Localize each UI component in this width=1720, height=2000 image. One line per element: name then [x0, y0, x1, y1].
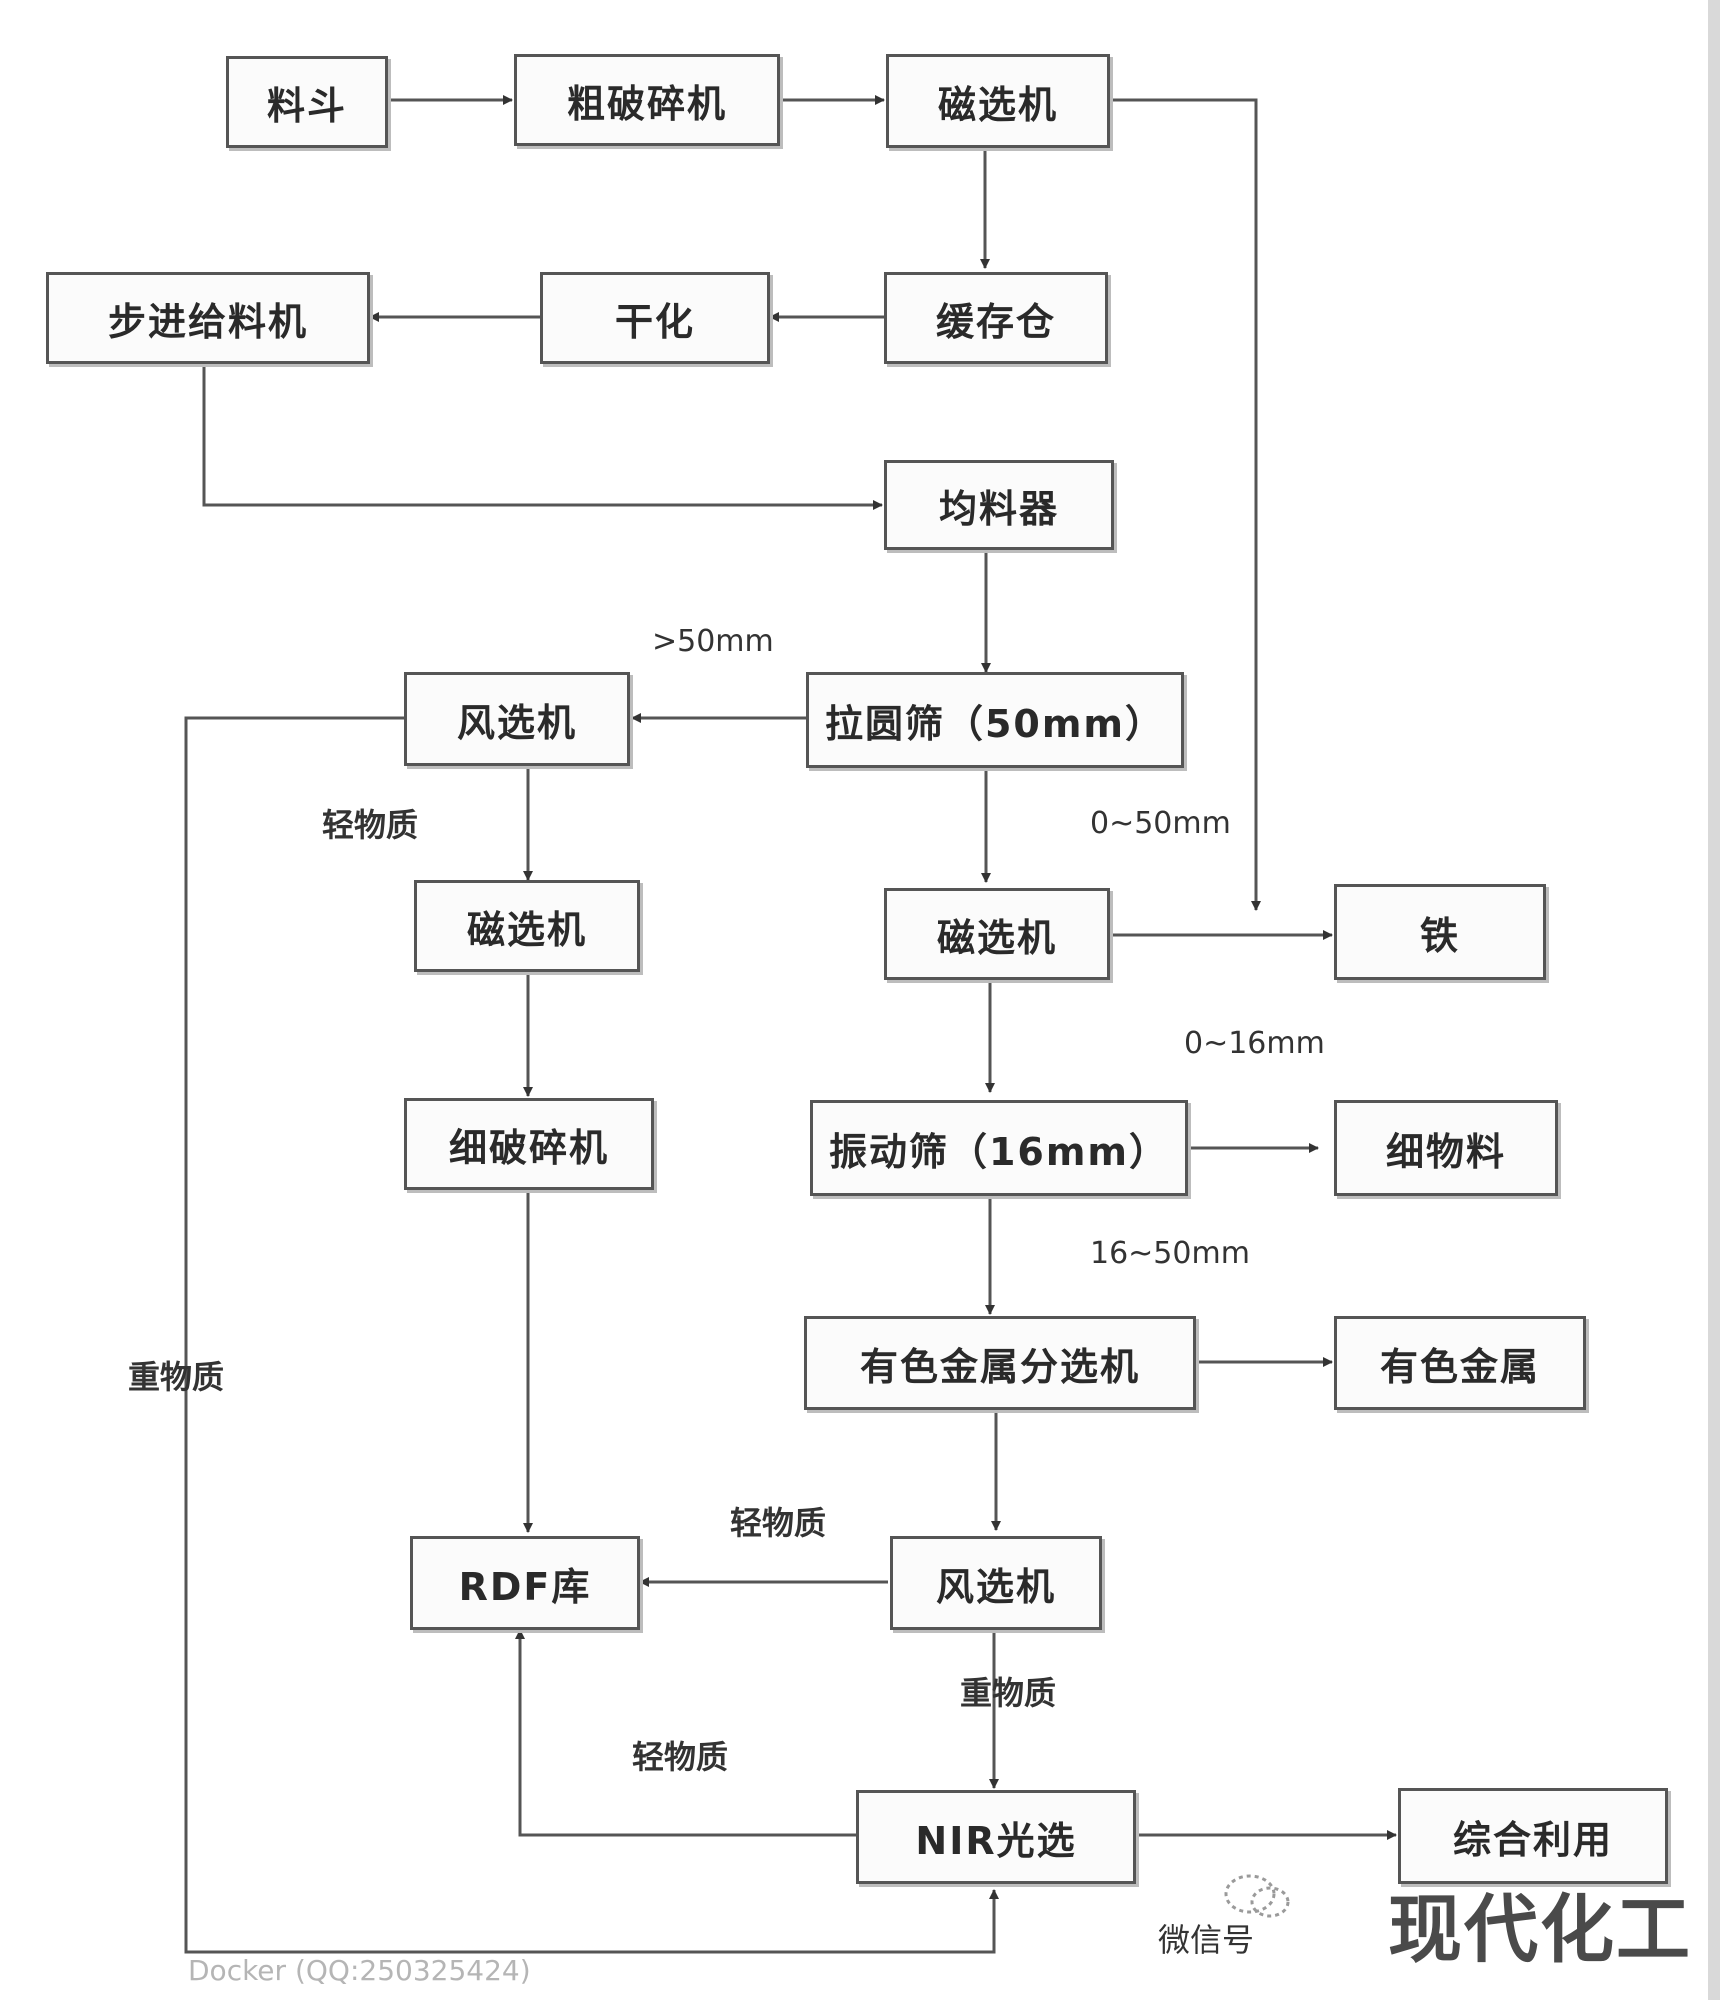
node-step-feeder: 步进给料机 [46, 272, 370, 364]
label-light-mid: 轻物质 [730, 1504, 827, 1542]
node-drum-screen-50: 拉圆筛（50mm） [806, 672, 1184, 768]
label-range-0-50: 0~50mm [1090, 806, 1231, 841]
edge-airsepl-nir [184, 716, 999, 1954]
watermark-wechat-label: 微信号 [1158, 1921, 1255, 1959]
right-edge-bar [1708, 0, 1720, 2000]
watermark-bottom: Docker (QQ:250325424) [188, 1954, 531, 1987]
label-heavy-left: 重物质 [128, 1358, 225, 1396]
label-light-left: 轻物质 [322, 806, 419, 844]
node-air-sep-left: 风选机 [404, 672, 630, 766]
node-magsep-left: 磁选机 [414, 880, 640, 972]
node-hopper: 料斗 [226, 56, 388, 148]
node-coarse-crusher: 粗破碎机 [514, 54, 780, 146]
node-fines: 细物料 [1334, 1100, 1558, 1196]
node-fine-crusher: 细破碎机 [404, 1098, 654, 1190]
node-nir: NIR光选 [856, 1790, 1136, 1884]
node-drying: 干化 [540, 272, 770, 364]
node-vib-screen-16: 振动筛（16mm） [810, 1100, 1188, 1196]
node-distributor: 均料器 [884, 460, 1114, 550]
label-gt50: >50mm [652, 624, 774, 659]
node-eddy-sep: 有色金属分选机 [804, 1316, 1196, 1410]
label-heavy-mid: 重物质 [960, 1674, 1057, 1712]
node-nonferrous: 有色金属 [1334, 1316, 1586, 1410]
edge-nir-rdf [515, 1629, 856, 1837]
node-rdf: RDF库 [410, 1536, 640, 1630]
label-range-16-50: 16~50mm [1090, 1236, 1250, 1271]
node-iron: 铁 [1334, 884, 1546, 980]
wechat-icon [1224, 1874, 1290, 1918]
edge-feeder-distributor [202, 360, 883, 510]
label-light-bottom: 轻物质 [632, 1738, 729, 1776]
node-magsep-mid: 磁选机 [884, 888, 1110, 980]
watermark-logo: 现代化工 [1388, 1887, 1692, 1973]
node-buffer-bin: 缓存仓 [884, 272, 1108, 364]
node-air-sep-right: 风选机 [890, 1536, 1102, 1630]
label-range-0-16: 0~16mm [1184, 1026, 1325, 1061]
node-utilization: 综合利用 [1398, 1788, 1668, 1884]
node-magsep-top: 磁选机 [886, 54, 1110, 148]
edge-magsep-iron-long [1110, 98, 1261, 911]
